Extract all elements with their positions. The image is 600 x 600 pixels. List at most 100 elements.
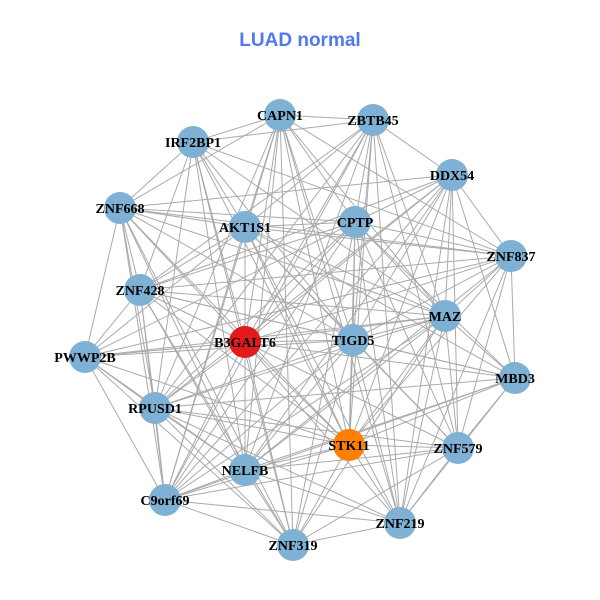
node-RPUSD1[interactable]: RPUSD1 <box>128 392 182 424</box>
node-circle[interactable] <box>442 432 474 464</box>
edge-ZNF837-TIGD5 <box>352 255 512 341</box>
node-circle[interactable] <box>357 104 389 136</box>
node-IRF2BP1[interactable]: IRF2BP1 <box>165 126 221 158</box>
node-DDX54[interactable]: DDX54 <box>430 159 474 191</box>
edge-ZNF668-ZNF837 <box>119 207 512 257</box>
node-AKT1S1[interactable]: AKT1S1 <box>219 211 271 243</box>
edge-PWWP2B-C9orf69 <box>84 356 166 501</box>
node-ZNF428[interactable]: ZNF428 <box>116 274 165 306</box>
node-label: ZNF668 <box>96 202 145 217</box>
edge-ZNF428-ZNF319 <box>139 289 294 546</box>
chart-title: LUAD normal <box>239 30 361 51</box>
edge-ZNF219-ZNF319 <box>292 522 401 546</box>
node-circle[interactable] <box>499 362 531 394</box>
edge-CPTP-ZNF837 <box>354 221 512 257</box>
node-label: ZBTB45 <box>347 114 398 129</box>
edge-RPUSD1-STK11 <box>154 407 350 446</box>
edge-C9orf69-ZNF219 <box>164 499 401 524</box>
node-PWWP2B[interactable]: PWWP2B <box>54 341 116 373</box>
node-circle[interactable] <box>229 326 261 358</box>
edge-RPUSD1-ZNF219 <box>154 407 401 524</box>
node-circle[interactable] <box>277 529 309 561</box>
edge-MAZ-NELFB <box>244 315 446 471</box>
edge-MAZ-ZNF579 <box>444 315 459 449</box>
edge-IRF2BP1-RPUSD1 <box>154 141 194 409</box>
edge-CPTP-ZNF428 <box>139 221 356 291</box>
node-ZNF579[interactable]: ZNF579 <box>434 432 483 464</box>
edge-RPUSD1-ZNF319 <box>154 407 294 546</box>
node-ZNF837[interactable]: ZNF837 <box>487 240 536 272</box>
node-circle[interactable] <box>149 484 181 516</box>
edge-PWWP2B-ZNF319 <box>84 356 294 546</box>
node-circle[interactable] <box>139 392 171 424</box>
node-MBD3[interactable]: MBD3 <box>495 362 535 394</box>
node-label: MAZ <box>429 310 462 325</box>
node-circle[interactable] <box>69 341 101 373</box>
node-circle[interactable] <box>177 126 209 158</box>
node-circle[interactable] <box>264 99 296 131</box>
edge-AKT1S1-ZNF428 <box>139 226 246 291</box>
node-ZBTB45[interactable]: ZBTB45 <box>347 104 399 136</box>
node-ZNF668[interactable]: ZNF668 <box>96 192 145 224</box>
edge-DDX54-MAZ <box>444 174 453 317</box>
node-circle[interactable] <box>429 300 461 332</box>
edge-TIGD5-ZNF579 <box>352 339 459 449</box>
edge-ZBTB45-ZNF428 <box>139 119 374 291</box>
edge-TIGD5-NELFB <box>244 339 354 471</box>
edge-DDX54-ZNF837 <box>451 174 512 257</box>
edge-MBD3-STK11 <box>348 377 516 446</box>
node-circle[interactable] <box>384 507 416 539</box>
edge-ZNF668-AKT1S1 <box>119 207 246 228</box>
edge-IRF2BP1-AKT1S1 <box>192 141 246 228</box>
edge-IRF2BP1-MAZ <box>192 141 446 317</box>
node-label: RPUSD1 <box>128 402 182 417</box>
node-MAZ[interactable]: MAZ <box>429 300 462 332</box>
edge-CPTP-MAZ <box>354 221 446 317</box>
edge-TIGD5-C9orf69 <box>164 339 354 501</box>
node-label: B3GALT6 <box>214 336 276 351</box>
edge-ZNF837-ZNF428 <box>139 255 512 291</box>
edge-MAZ-RPUSD1 <box>154 315 446 409</box>
edge-IRF2BP1-ZNF668 <box>119 141 194 209</box>
node-CPTP[interactable]: CPTP <box>337 206 374 238</box>
node-label: ZNF837 <box>487 250 536 265</box>
edge-ZBTB45-C9orf69 <box>164 119 374 501</box>
node-label: DDX54 <box>430 169 474 184</box>
edge-CPTP-ZNF219 <box>354 221 401 524</box>
edge-CPTP-MBD3 <box>354 221 516 379</box>
edge-B3GALT6-RPUSD1 <box>154 341 246 409</box>
node-STK11[interactable]: STK11 <box>328 429 370 461</box>
node-circle[interactable] <box>436 159 468 191</box>
node-circle[interactable] <box>124 274 156 306</box>
node-ZNF319[interactable]: ZNF319 <box>269 529 318 561</box>
edge-ZNF668-NELFB <box>119 207 246 471</box>
node-CAPN1[interactable]: CAPN1 <box>257 99 303 131</box>
edge-ZBTB45-CPTP <box>354 119 374 223</box>
node-label: IRF2BP1 <box>165 136 221 151</box>
node-label: PWWP2B <box>54 351 115 366</box>
edge-TIGD5-STK11 <box>348 339 354 446</box>
node-NELFB[interactable]: NELFB <box>222 454 269 486</box>
edge-ZNF837-ZNF219 <box>399 255 512 524</box>
edge-PWWP2B-TIGD5 <box>84 339 354 358</box>
edge-DDX54-STK11 <box>348 174 453 446</box>
node-circle[interactable] <box>229 454 261 486</box>
edge-PWWP2B-STK11 <box>84 356 350 446</box>
edge-ZNF428-B3GALT6 <box>139 289 246 343</box>
node-TIGD5[interactable]: TIGD5 <box>332 324 375 356</box>
edge-CAPN1-NELFB <box>244 114 281 471</box>
node-circle[interactable] <box>495 240 527 272</box>
edge-B3GALT6-C9orf69 <box>164 341 246 501</box>
node-circle[interactable] <box>104 192 136 224</box>
node-C9orf69[interactable]: C9orf69 <box>141 484 190 516</box>
edge-CPTP-ZNF319 <box>292 221 356 546</box>
node-circle[interactable] <box>337 324 369 356</box>
node-circle[interactable] <box>229 211 261 243</box>
node-ZNF219[interactable]: ZNF219 <box>376 507 425 539</box>
edge-TIGD5-RPUSD1 <box>154 339 354 409</box>
node-circle[interactable] <box>333 429 365 461</box>
node-B3GALT6[interactable]: B3GALT6 <box>214 326 276 358</box>
node-label: ZNF219 <box>376 517 425 532</box>
node-circle[interactable] <box>339 206 371 238</box>
edge-ZNF837-MBD3 <box>510 255 516 379</box>
